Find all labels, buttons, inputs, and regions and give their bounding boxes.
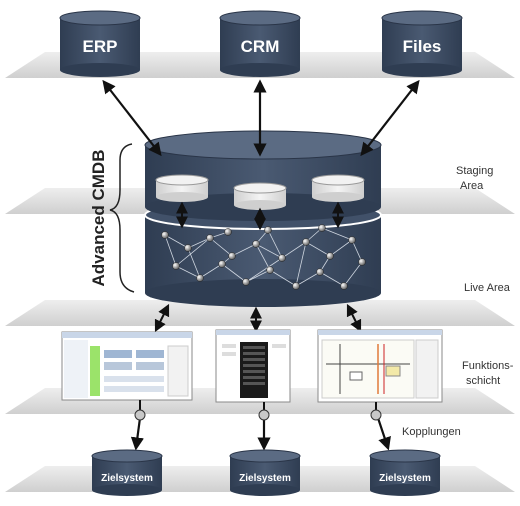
staging-cylinder-3 [311, 174, 365, 202]
cmdb-cylinder [144, 130, 382, 307]
coupling-node-2 [258, 409, 270, 421]
staging-cylinder-2 [233, 182, 287, 210]
graph-node [224, 228, 232, 236]
target-system-1: Zielsystem [91, 449, 163, 496]
screenshot-dashboard [61, 331, 193, 401]
target-system-label: Zielsystem [101, 473, 153, 484]
coupling-node-1 [134, 409, 146, 421]
staging-label-line2: Area [460, 180, 484, 192]
cylinder-erp: ERP [59, 10, 141, 77]
arrows-live-function [154, 303, 362, 333]
graph-node [348, 236, 356, 244]
screenshot-rack [215, 329, 291, 403]
graph-node [228, 252, 236, 260]
graph-node [302, 238, 310, 246]
staging-cylinders [155, 174, 365, 210]
graph-node [316, 268, 324, 276]
screenshot-floorplan [317, 329, 443, 403]
cylinder-files: Files [381, 10, 463, 77]
staging-cylinder-1 [155, 174, 209, 202]
graph-node [326, 252, 334, 260]
arrow-erp-cmdb [102, 79, 162, 157]
staging-label-line1: Staging [456, 165, 493, 177]
graph-node [252, 240, 260, 248]
graph-node [161, 231, 169, 239]
target-system-label: Zielsystem [239, 473, 291, 484]
graph-node [358, 258, 366, 266]
coupling-label: Kopplungen [402, 426, 461, 438]
target-system-2: Zielsystem [229, 449, 301, 496]
function-label-line2: schicht [466, 375, 500, 387]
function-label-line1: Funktions- [462, 360, 514, 372]
graph-node [318, 224, 326, 232]
graph-node [340, 282, 348, 290]
graph-node [172, 262, 180, 270]
arrows-top [102, 79, 420, 157]
crm-label: CRM [241, 37, 280, 56]
arrow-files-cmdb [360, 79, 420, 157]
graph-node [278, 254, 286, 262]
coupling-node-3 [370, 409, 382, 421]
graph-node [266, 266, 274, 274]
graph-node [292, 282, 300, 290]
cylinder-crm: CRM [219, 10, 301, 77]
cmdb-brace [109, 143, 135, 293]
graph-node [218, 260, 226, 268]
couplings [130, 400, 391, 451]
function-screenshots [61, 329, 443, 403]
graph-node [196, 274, 204, 282]
target-system-label: Zielsystem [379, 473, 431, 484]
graph-node [242, 278, 250, 286]
target-system-3: Zielsystem [369, 449, 441, 496]
live-area-label: Live Area [464, 282, 511, 294]
graph-node [184, 244, 192, 252]
live-network-nodes [161, 224, 366, 290]
files-label: Files [403, 37, 442, 56]
graph-node [206, 234, 214, 242]
erp-label: ERP [83, 37, 118, 56]
arrows-staging-live [176, 201, 344, 231]
cmdb-vertical-label: Advanced CMDB [89, 150, 108, 287]
graph-node [264, 226, 272, 234]
